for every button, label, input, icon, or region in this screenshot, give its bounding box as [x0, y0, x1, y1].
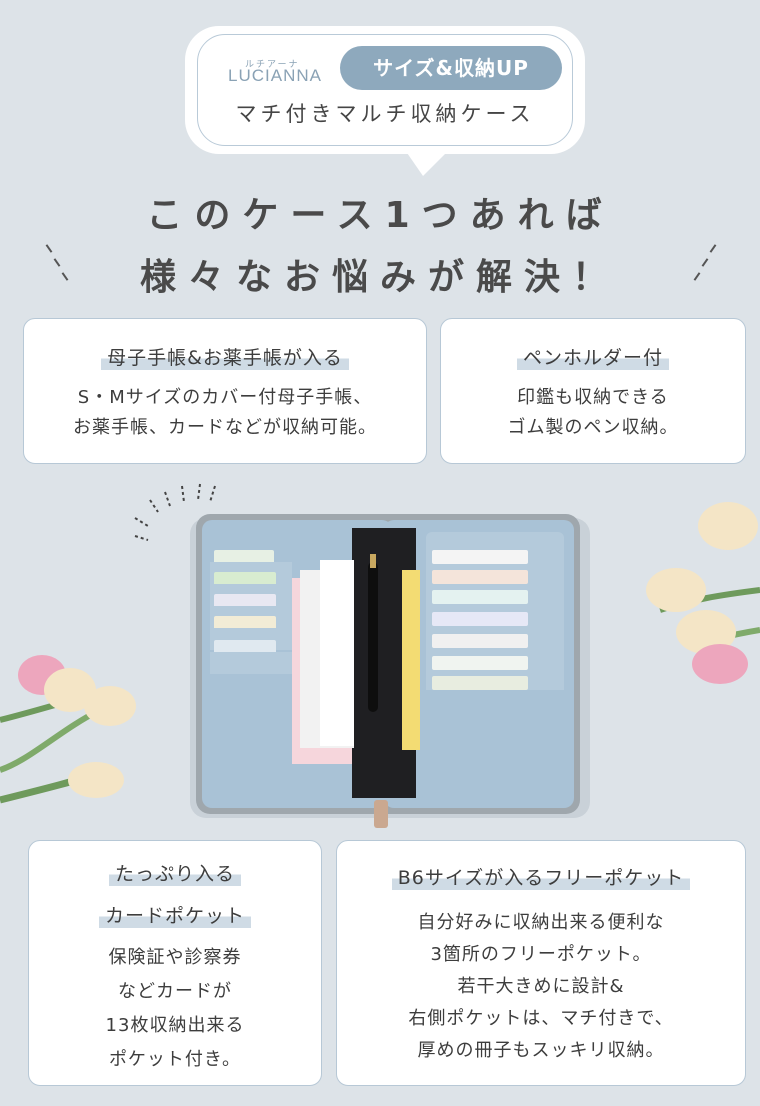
feature-line: 厚めの冊子もスッキリ収納。	[417, 1040, 665, 1061]
tulip-flowers-left	[0, 655, 136, 804]
feature-title: たっぷり入る	[108, 859, 241, 886]
headline-line-1: このケース1つあれば	[146, 195, 614, 236]
feature-line: 印鑑も収納できる	[517, 387, 669, 408]
feature-card-card-pocket: たっぷり入る カードポケット 保険証や診察券 などカードが 13枚収納出来る ポ…	[28, 840, 322, 1086]
feature-card-passbook: 母子手帳&お薬手帳が入る S・Mサイズのカバー付母子手帳、 お薬手帳、カードなど…	[23, 318, 427, 464]
feature-line: ゴム製のペン収納。	[507, 417, 679, 438]
header-bubble-border	[197, 34, 573, 146]
headline-line-2: 様々なお悩みが解決！	[139, 257, 620, 298]
feature-line: ポケット付き。	[108, 1049, 242, 1070]
free-pocket-left	[292, 560, 354, 764]
brand-kana: ルチアーナ	[245, 60, 300, 70]
card-pockets-right	[420, 532, 574, 798]
feature-line: などカードが	[118, 981, 232, 1002]
product-photo	[0, 483, 760, 828]
feature-line: お薬手帳、カードなどが収納可能。	[73, 417, 377, 438]
feature-line: 右側ポケットは、マチ付きで、	[408, 1008, 674, 1029]
feature-card-free-pocket: B6サイズが入るフリーポケット 自分好みに収納出来る便利な 3箇所のフリーポケッ…	[336, 840, 746, 1086]
sparkle-icon	[134, 483, 216, 541]
feature-line: 保険証や診察券	[108, 947, 242, 968]
pen-icon	[368, 554, 378, 712]
card-pockets-left	[206, 550, 292, 800]
feature-line: 自分好みに収納出来る便利な	[417, 912, 665, 933]
brand-logo: LUCIANNA	[228, 66, 322, 85]
bubble-tail	[405, 150, 449, 176]
feature-title: ペンホルダー付	[516, 343, 669, 370]
tulip-flowers-right	[646, 502, 760, 684]
feature-line: 3箇所のフリーポケット。	[430, 944, 652, 965]
feature-title: カードポケット	[98, 901, 251, 928]
product-subtitle: マチ付きマルチ収納ケース	[235, 102, 535, 126]
feature-title: B6サイズが入るフリーポケット	[391, 863, 691, 890]
feature-line: S・Mサイズのカバー付母子手帳、	[77, 387, 373, 408]
size-up-badge: サイズ&収納UP	[340, 46, 562, 90]
feature-card-pen-holder: ペンホルダー付 印鑑も収納できる ゴム製のペン収納。	[440, 318, 746, 464]
feature-title: 母子手帳&お薬手帳が入る	[101, 343, 349, 370]
feature-line: 13枚収納出来る	[105, 1015, 245, 1036]
feature-line: 若干大きめに設計&	[457, 976, 625, 997]
